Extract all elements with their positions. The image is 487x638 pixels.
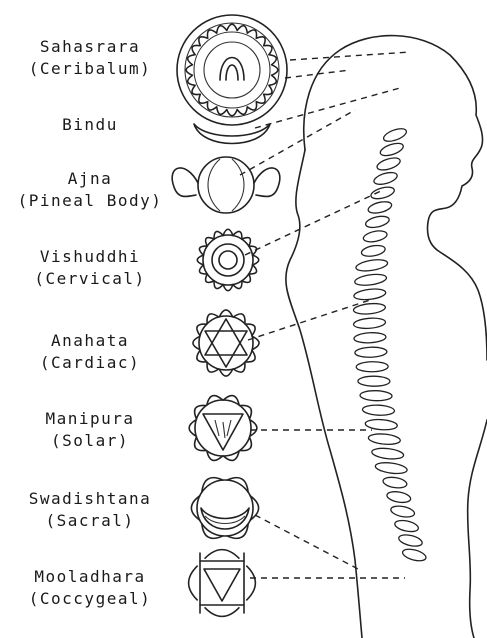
vertebra [379,141,405,158]
vertebra [375,461,408,475]
connector-vishuddhi [245,190,383,255]
petal [269,75,276,85]
petal [237,107,247,114]
vertebra [354,332,387,344]
vertebra [353,317,386,329]
vertebra [355,347,387,358]
vertebra [373,170,399,186]
petal [192,85,200,94]
vertebra [368,433,401,446]
vertebra [371,447,404,461]
chakra-subtitle: (Cardiac) [0,352,180,374]
chakra-name: Ajna [0,168,180,190]
vertebra [367,200,393,216]
vertebra [376,156,402,173]
sahasrara-symbol [177,15,287,125]
petal [264,45,272,54]
vertebra [360,390,392,401]
vishuddhi-symbol [197,229,259,291]
chakra-name: Swadishtana [0,488,180,510]
connector-swadishtana [255,515,360,570]
label-bindu: Bindu [0,114,180,136]
vertebra [362,404,394,416]
vertebra [365,214,391,229]
petal [217,26,227,33]
petal [186,65,192,75]
label-manipura: Manipura (Solar) [0,408,180,452]
vertebra [382,126,408,144]
label-ajna: Ajna (Pineal Body) [0,168,180,212]
label-swadishtana: Swadishtana (Sacral) [0,488,180,532]
label-anahata: Anahata (Cardiac) [0,330,180,374]
vertebra [382,476,407,490]
petal [205,550,239,559]
petal [192,45,200,54]
petal [269,55,276,65]
petal [247,566,256,600]
petal [207,30,216,38]
chakra-name: Anahata [0,330,180,352]
vertebra [354,273,387,287]
petal [247,30,256,38]
vertebra [362,229,388,244]
vertebra [370,185,396,201]
petal [205,608,239,617]
petal [199,37,208,46]
petal [199,94,208,103]
vertebra [386,490,411,504]
connector-bindu [255,88,400,128]
vertebra [394,519,420,534]
chakra-name: Mooladhara [0,566,180,588]
vertebra [401,547,427,563]
petal [247,102,256,110]
petal [256,37,265,46]
chakra-subtitle: (Cervical) [0,268,180,290]
vertebra [361,244,386,258]
chakra-subtitle: (Solar) [0,430,180,452]
petal [188,75,195,85]
label-vishuddhi: Vishuddhi (Cervical) [0,246,180,290]
chakra-subtitle: (Pineal Body) [0,190,180,212]
vertebra [390,504,415,518]
connector-sahasrara [290,52,410,60]
petal [189,566,198,600]
chakra-subtitle: (Coccygeal) [0,588,180,610]
chakra-name: Bindu [0,114,180,136]
petal [227,110,237,116]
petal [207,102,216,110]
swadishtana-symbol [191,478,258,539]
petal [217,107,227,114]
petal [256,94,265,103]
vertebra [358,376,390,386]
petal [227,24,237,30]
chakra-name: Manipura [0,408,180,430]
chakra-name: Sahasrara [0,36,180,58]
anahata-symbol [193,310,259,376]
vertebra [365,419,398,431]
chakra-subtitle: (Ceribalum) [0,58,180,80]
chakra-name: Vishuddhi [0,246,180,268]
vertebra [355,258,388,273]
vertebra [398,533,424,548]
mooladhara-symbol [189,550,256,617]
label-sahasrara: Sahasrara (Ceribalum) [0,36,180,80]
petal [272,65,278,75]
petal [264,85,272,94]
vertebra [353,287,386,301]
spine [353,126,427,563]
vertebra [356,362,388,372]
label-mooladhara: Mooladhara (Coccygeal) [0,566,180,610]
chakra-subtitle: (Sacral) [0,510,180,532]
manipura-symbol [189,396,257,461]
ajna-symbol [172,157,280,213]
petal [237,26,247,33]
petal [188,55,195,65]
connector-anahata [248,300,370,340]
